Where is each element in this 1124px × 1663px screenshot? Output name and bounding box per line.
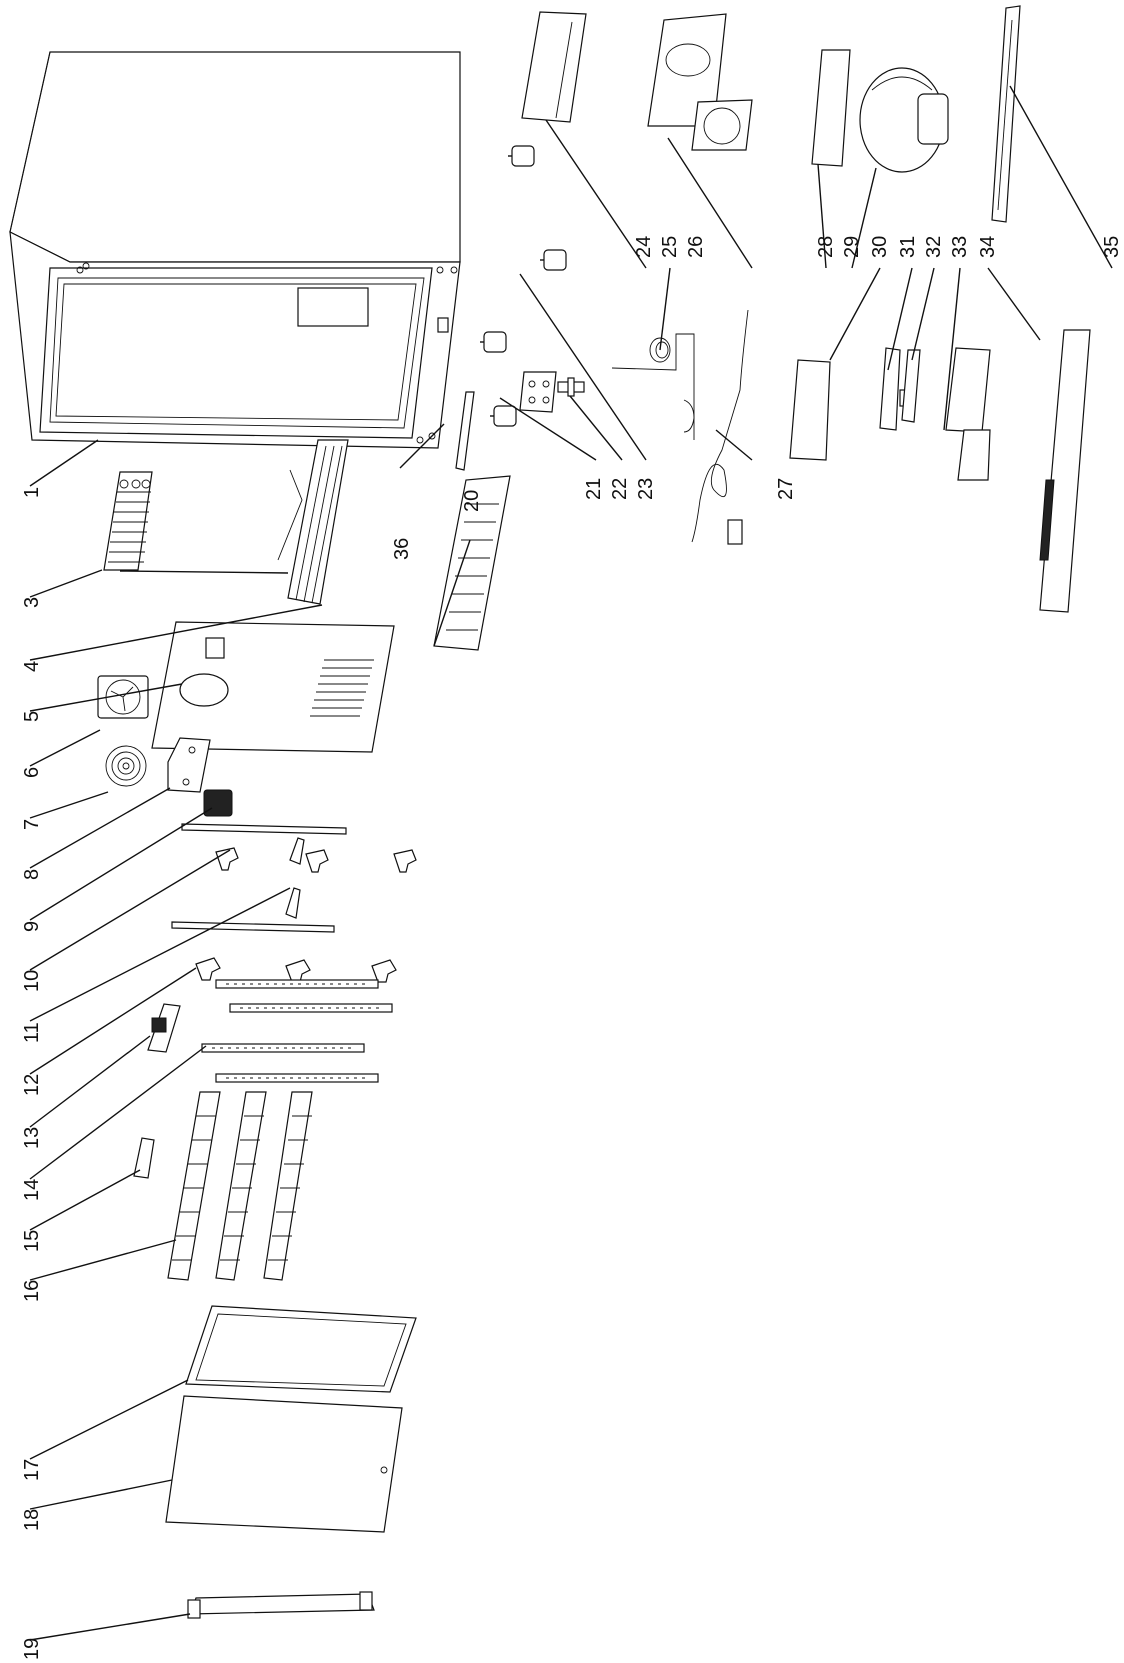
callout-20: 20 bbox=[461, 490, 483, 512]
callout-35: 35 bbox=[1101, 236, 1123, 258]
drain-pan-drawing bbox=[811, 49, 851, 167]
callout-25: 25 bbox=[659, 236, 681, 258]
leveling-foot-drawing bbox=[480, 145, 567, 427]
water-tray-drawing bbox=[789, 359, 831, 461]
callout-34: 34 bbox=[977, 236, 999, 258]
callout-16: 16 bbox=[21, 1280, 43, 1302]
junction-box-drawing bbox=[945, 347, 991, 481]
callout-8: 8 bbox=[21, 869, 43, 880]
compressor-drawing bbox=[859, 67, 949, 173]
callout-18: 18 bbox=[21, 1509, 43, 1531]
callout-27: 27 bbox=[775, 478, 797, 500]
callout-29: 29 bbox=[841, 236, 863, 258]
callout-13: 13 bbox=[21, 1127, 43, 1149]
capillary-tube-drawing bbox=[611, 333, 695, 440]
shelf-clip-drawing bbox=[285, 837, 305, 919]
callout-30: 30 bbox=[869, 236, 891, 258]
fan-guard-drawing bbox=[105, 745, 147, 787]
callout-12: 12 bbox=[21, 1074, 43, 1096]
base-rail-drawing bbox=[991, 5, 1021, 223]
door-gasket-drawing bbox=[185, 1305, 417, 1393]
wire-shelf-drawing bbox=[167, 1091, 313, 1281]
condenser-drawing bbox=[277, 439, 349, 605]
callout-labels: 1 3 4 5 6 7 8 9 10 11 12 13 14 15 16 17 … bbox=[21, 236, 1123, 1660]
shelf-bracket-drawing bbox=[195, 957, 397, 983]
callout-9: 9 bbox=[21, 921, 43, 932]
door-panel-drawing bbox=[165, 1395, 403, 1533]
door-handle-drawing bbox=[187, 1591, 375, 1619]
bracket-drawing bbox=[455, 391, 475, 471]
callout-22: 22 bbox=[609, 478, 631, 500]
cabinet-drawing bbox=[9, 51, 461, 449]
leader-lines bbox=[29, 85, 1113, 1641]
fan-bracket-drawing bbox=[647, 13, 753, 151]
fan-panel-drawing bbox=[151, 621, 395, 753]
power-cord-drawing bbox=[691, 309, 749, 545]
callout-31: 31 bbox=[897, 236, 919, 258]
shelf-ladder-drawing bbox=[201, 979, 393, 1083]
evaporator-drawing bbox=[103, 471, 289, 574]
fan-drawing bbox=[97, 675, 149, 719]
callout-36: 36 bbox=[391, 538, 413, 560]
callout-3: 3 bbox=[21, 597, 43, 608]
callout-21: 21 bbox=[583, 478, 605, 500]
callout-33: 33 bbox=[949, 236, 971, 258]
lamp-housing-drawing bbox=[147, 1003, 181, 1053]
top-plate-drawing bbox=[521, 11, 587, 123]
callout-17: 17 bbox=[21, 1459, 43, 1481]
callout-10: 10 bbox=[21, 970, 43, 992]
callout-14: 14 bbox=[21, 1179, 43, 1201]
callout-24: 24 bbox=[633, 236, 655, 258]
callout-15: 15 bbox=[21, 1230, 43, 1252]
board-cover-drawing bbox=[901, 349, 921, 423]
hinge-drawing bbox=[519, 371, 557, 413]
callout-32: 32 bbox=[923, 236, 945, 258]
hinge-pin-drawing bbox=[557, 377, 585, 397]
callout-1: 1 bbox=[21, 487, 43, 498]
control-box-drawing bbox=[167, 737, 211, 793]
door-catch-drawing bbox=[133, 1137, 155, 1179]
callout-11: 11 bbox=[21, 1022, 43, 1043]
callout-5: 5 bbox=[21, 711, 43, 722]
callout-19: 19 bbox=[21, 1638, 43, 1660]
callout-7: 7 bbox=[21, 819, 43, 830]
callout-26: 26 bbox=[685, 236, 707, 258]
back-panel-drawing bbox=[1039, 329, 1091, 613]
shelf-rail-drawing bbox=[171, 823, 417, 933]
callout-23: 23 bbox=[635, 478, 657, 500]
callout-4: 4 bbox=[21, 661, 43, 672]
callout-28: 28 bbox=[815, 236, 837, 258]
callout-6: 6 bbox=[21, 767, 43, 778]
light-lens-drawing bbox=[203, 789, 233, 817]
